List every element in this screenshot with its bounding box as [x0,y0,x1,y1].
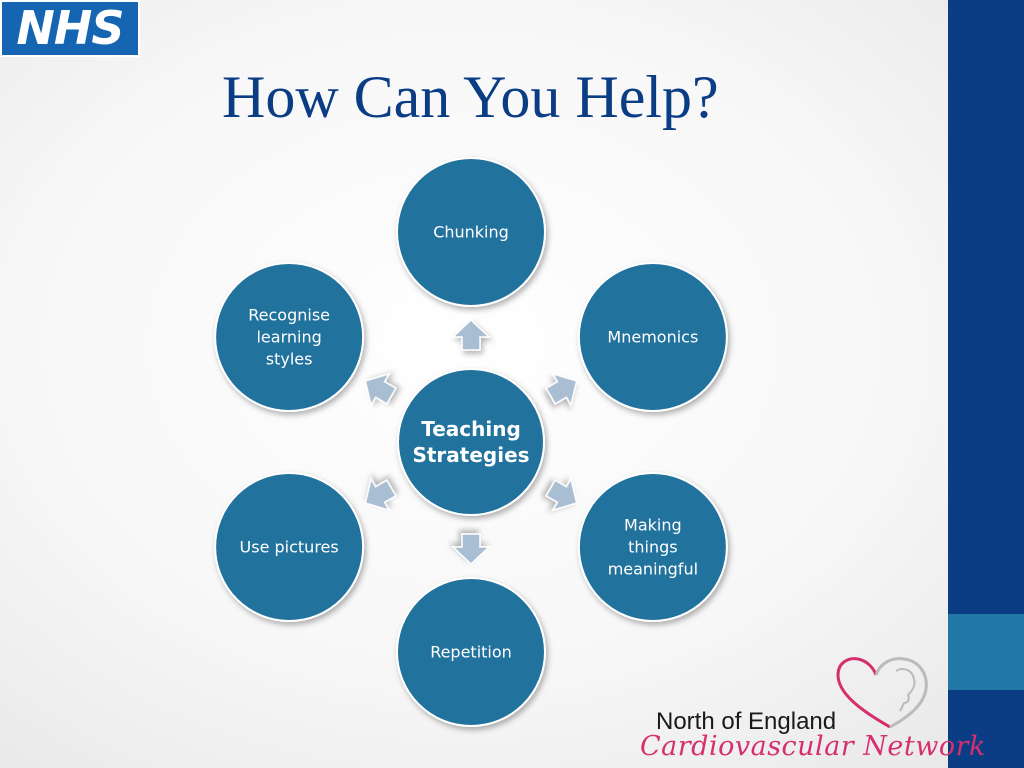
node-repetition: Repetition [396,577,546,727]
node-repetition-label: Repetition [430,643,512,662]
arrow-to-recognise-learning-styles [364,372,397,408]
arrow-to-mnemonics [545,372,578,408]
nhs-logo: NHS [0,0,140,57]
network-logo: North of England Cardiovascular Network [640,655,985,765]
arrow-to-repetition [451,533,491,566]
heart-profile-icon [836,657,928,729]
node-repetition-circle [396,577,546,727]
node-chunking-circle [396,157,546,307]
sidebar-accent-block [948,614,1024,690]
network-subtitle: Cardiovascular Network [640,731,986,762]
node-mnemonics-label: Mnemonics [607,328,698,347]
page-title: How Can You Help? [222,64,719,130]
node-chunking: Chunking [396,157,546,307]
node-use-pictures-circle [214,472,365,622]
arrow-to-use-pictures [364,476,397,512]
node-use-pictures-label: Use pictures [240,538,339,557]
arrow-to-chunking [451,318,491,351]
node-mnemonics: Mnemonics [577,262,728,412]
arrow-to-making-things-meaningful [545,476,578,512]
network-name: North of England [656,708,837,735]
center-node-circle [397,368,545,516]
node-use-pictures: Use pictures [214,472,365,622]
node-mnemonics-circle [577,262,728,412]
node-making-things-meaningful-circle [577,472,728,622]
node-recognise-learning-styles-circle [214,262,365,412]
node-chunking-label: Chunking [433,223,509,242]
